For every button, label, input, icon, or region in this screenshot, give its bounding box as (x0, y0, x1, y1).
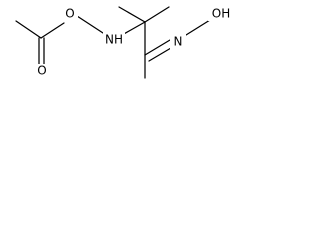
molecule-drawing: O O NH N OH (15, 5, 234, 80)
bond-n-oh (185, 19, 211, 36)
bond-carbonyl-ester-o (40, 22, 65, 39)
bond-nh-quaternary-c (121, 21, 146, 36)
atom-ester-oxygen: O (65, 7, 74, 21)
atom-nh: NH (105, 33, 123, 47)
bond-ester-o-nh (76, 15, 104, 34)
bond-quaternary-methyl-left (118, 6, 146, 23)
atom-carbonyl-oxygen: O (37, 64, 46, 78)
atom-oxime-nitrogen: N (174, 35, 183, 49)
atom-hydroxyl: OH (212, 7, 230, 21)
bonds (15, 6, 211, 79)
bond-quaternary-methyl-right (144, 6, 170, 23)
bond-oxime-double-1 (144, 39, 171, 56)
bond-oxime-double-2 (148, 47, 172, 62)
bond-methyl-carbonyl (15, 20, 42, 39)
chemical-structure-canvas: O O NH N OH (0, 0, 240, 110)
atom-labels: O O NH N OH (35, 5, 234, 80)
